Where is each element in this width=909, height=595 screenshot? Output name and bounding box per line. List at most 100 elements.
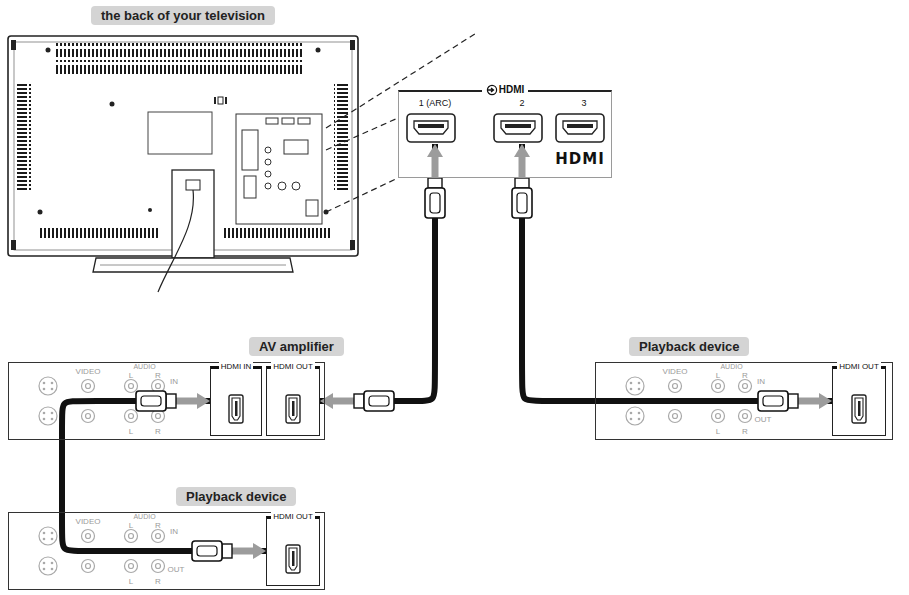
insert-arrow [176,398,199,405]
hdmi-panel: 1 (ARC)23HDMIHDMI [398,90,612,178]
hdmi-socket [286,395,300,423]
television-rear [56,43,304,57]
television-rear [265,147,271,153]
heading-tag: the back of your television [101,8,265,23]
hdmi-socket [286,545,300,573]
jack-label: VIDEO [663,367,688,376]
television-rear [46,48,51,53]
television-rear [266,118,278,124]
heading-tag: Playback device [186,489,286,504]
jack-label: R [155,577,161,586]
hdmi-plug [425,144,445,218]
hdmi-plug [369,396,389,406]
television-rear [225,97,227,104]
hdmi-cable [62,391,266,561]
insert-arrow [819,393,832,409]
hdmi-logo: HDMI [555,150,605,168]
television-stand [172,170,214,258]
jack-label: R [742,371,748,380]
input-icon [487,88,494,92]
jack-label: AUDIO [133,363,155,370]
insert-arrow [197,393,210,409]
television-rear [316,48,321,53]
television-rear [265,183,271,189]
television-rear [350,240,355,250]
jack-label: R [155,522,161,530]
jack-label: L [716,372,720,380]
hdmi-plug [166,394,176,408]
television-stand [93,258,293,272]
heading-tag: Playback device [639,339,739,354]
jack-label: OUT [755,415,772,424]
television-rear [218,97,223,104]
hdmi-plug [758,391,832,411]
hdmi-plug [320,391,394,411]
television-rear [350,40,355,50]
hdmi-port: 3 [552,98,616,144]
hdmi-plug [430,193,440,213]
input-icon [486,84,498,96]
hdmi-plug [197,546,217,556]
terminal-label: HDMI OUT [271,362,315,372]
hdmi-plug [136,391,210,411]
jack-label: AUDIO [720,363,742,370]
terminal-label: HDMI OUT [837,362,881,372]
television-rear [284,140,308,154]
jack-label: VIDEO [76,518,101,526]
television-stand [100,265,286,266]
insert-arrow [331,398,354,405]
terminal-label: HDMI OUT [271,512,315,522]
television-rear [334,84,348,192]
jack-label: IN [170,527,178,536]
jack-label: R [155,427,161,436]
television-rear [292,182,300,190]
insert-arrow [427,144,443,157]
insert-arrow [320,393,333,409]
heading-tag: Playback device [629,337,749,356]
hdmi-plug [763,396,783,406]
zoom-leader [326,32,478,212]
hdmi-plug [192,541,222,561]
jack-label: R [155,521,161,530]
jack-label: L [129,371,133,380]
zoom-leader [326,178,398,212]
television-stand [158,190,193,292]
port-number: 2 [519,98,524,108]
terminal-label: HDMI IN [221,362,252,371]
hdmi-plug [428,178,442,188]
jack-label: R [742,427,748,436]
jack-label: IN [757,378,765,386]
jack-label: VIDEO [663,368,688,376]
television-rear [11,240,16,250]
hdmi-plug [512,144,532,218]
port-number: 1 (ARC) [419,98,452,108]
hdmi-socket [556,114,604,142]
hdmi-port: 1 (ARC) [403,98,467,144]
jack-label: R [155,371,161,380]
hdmi-socket [852,395,866,423]
television-rear [298,118,310,124]
television-rear [214,97,216,104]
jack-label: R [742,372,748,380]
jack-label: AUDIO [720,363,742,370]
jack-label: VIDEO [76,368,101,376]
television-rear [265,171,271,177]
television-rear [282,118,294,124]
heading-tag: AV amplifier [259,339,334,354]
jack-label: OUT [168,565,185,574]
jack-label: R [742,428,748,436]
input-icon [487,85,496,94]
hdmi-cable [320,144,435,401]
terminal-label: HDMI OUT [273,362,313,371]
hdmi-plug [354,394,364,408]
jack-label: VIDEO [76,367,101,376]
jack-label: L [129,522,133,530]
jack-label: L [716,371,720,380]
television-rear [236,114,322,224]
port-number: 3 [552,98,616,109]
hdmi-socket [229,395,243,423]
jack-label: L [129,428,133,436]
heading-tag: AV amplifier [249,337,344,356]
port-number: 2 [490,98,554,109]
hdmi-plug [136,391,166,411]
